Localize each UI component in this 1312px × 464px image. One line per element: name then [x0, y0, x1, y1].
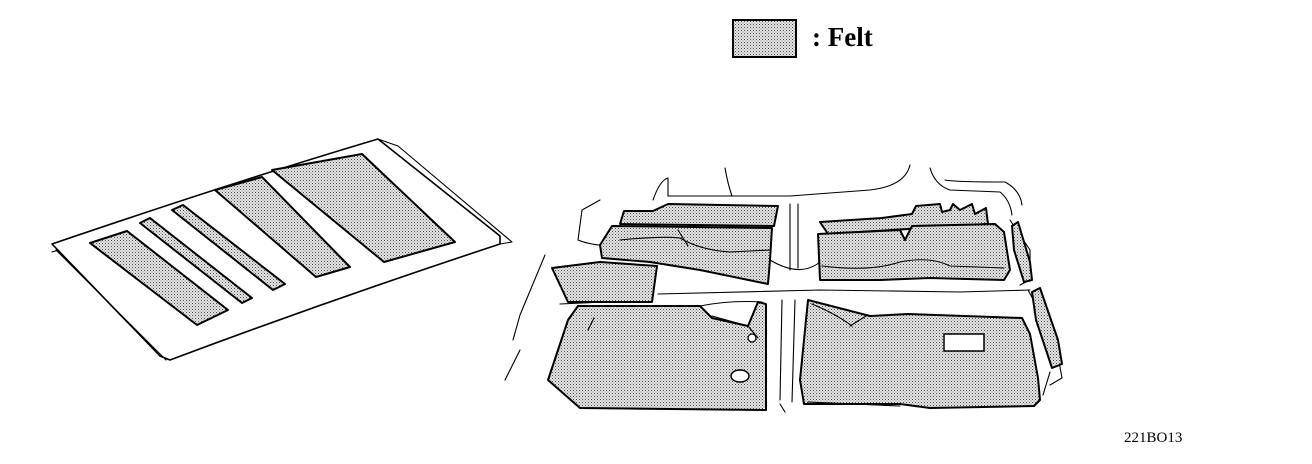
roof-panel	[51, 138, 513, 361]
floor-felt-front-left-upper	[619, 203, 779, 227]
rear-left-floor-hole	[730, 369, 750, 383]
roof-felt-strip-5	[271, 153, 456, 263]
rear-left-grommet	[747, 333, 757, 343]
figure-code: 221BO13	[1124, 430, 1182, 446]
roof-felt-strip-4	[214, 176, 351, 278]
floor-felt-front-left	[599, 225, 773, 285]
floor-felt-right-sill-front	[1011, 221, 1033, 283]
roof-felt-strip-1	[89, 230, 229, 326]
legend: : Felt	[732, 19, 873, 58]
floor-assembly	[504, 164, 1063, 413]
floor-felt-front-right	[817, 223, 1011, 281]
floor-felt-right-sill-rear	[1031, 287, 1063, 369]
felt-legend-label: : Felt	[812, 22, 873, 52]
floor-felt-front-left-side	[551, 261, 658, 303]
felt-legend-swatch	[732, 19, 797, 58]
floor-felt-rear-left	[547, 301, 767, 411]
roof-felt-strip-2	[139, 217, 253, 304]
rear-right-floor-opening	[943, 333, 985, 352]
floor-felt-rear-right	[799, 299, 1041, 409]
roof-felt-strip-3	[171, 204, 286, 291]
